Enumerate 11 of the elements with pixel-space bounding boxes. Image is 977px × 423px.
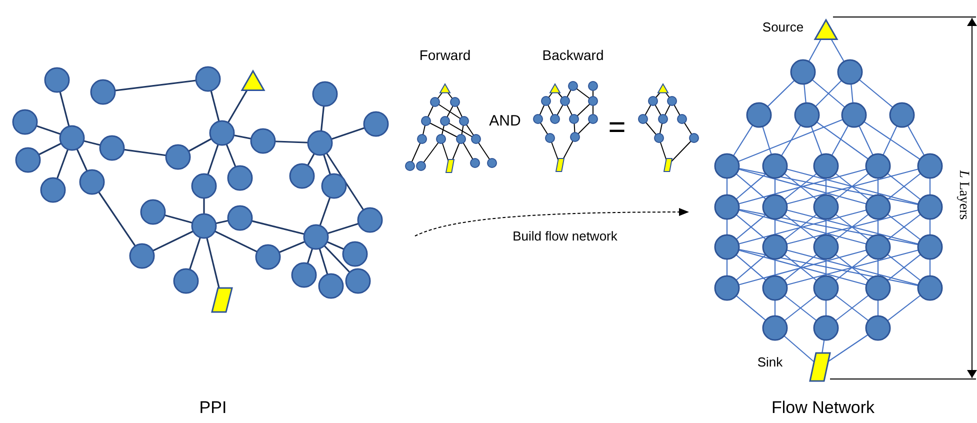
arrow <box>414 208 689 236</box>
edge-label: Build flow network <box>510 228 620 244</box>
source-label: Source <box>762 20 804 34</box>
graph-title: Flow Network <box>772 398 874 418</box>
equals-sign: = <box>608 111 626 145</box>
operator-text: AND <box>489 112 521 130</box>
graph-title: PPI <box>199 398 227 418</box>
sink-label: Sink <box>757 354 783 370</box>
tree-label: Forward <box>419 47 471 63</box>
tree-label: Backward <box>542 47 604 63</box>
dimension-label: L Layers <box>955 168 971 222</box>
